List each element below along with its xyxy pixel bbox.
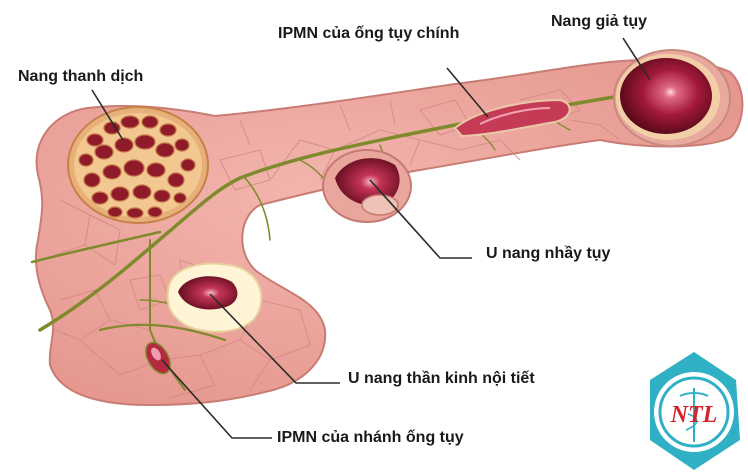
pseudocyst xyxy=(613,49,731,147)
ipmn-branch-duct-lesion xyxy=(145,341,171,375)
ipmn-main-duct-lesion xyxy=(453,98,571,138)
label-mucinous-cyst: U nang nhầy tụy xyxy=(486,245,611,262)
logo-text: NTL xyxy=(670,402,718,428)
label-neuroendocrine-cyst: U nang thần kinh nội tiết xyxy=(348,370,535,387)
label-pseudocyst: Nang giả tụy xyxy=(551,13,648,30)
mucinous-cyst xyxy=(322,149,412,223)
serous-cyst xyxy=(67,106,209,224)
caduceus-logo-icon: NTL xyxy=(650,352,740,470)
label-ipmn-branch-duct: IPMN của nhánh ống tụy xyxy=(277,429,464,446)
label-serous-cyst: Nang thanh dịch xyxy=(18,68,144,85)
label-ipmn-main-duct: IPMN của ống tụy chính xyxy=(278,25,460,42)
leader-lines xyxy=(91,37,651,439)
